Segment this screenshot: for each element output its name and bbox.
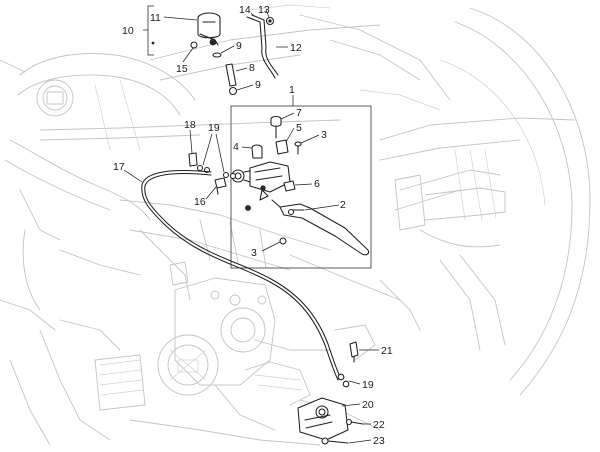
slave-cylinder-20 xyxy=(297,397,349,441)
clutch-fluid-reservoir xyxy=(197,12,221,46)
o-ring-9b xyxy=(228,86,238,96)
callout-2: 2 xyxy=(340,199,346,211)
callout-7: 7 xyxy=(296,107,302,119)
callout-9-lower: 9 xyxy=(255,79,261,91)
callout-11: 11 xyxy=(150,12,161,24)
banjo-bolt-16 xyxy=(214,177,227,195)
clutch-parts xyxy=(141,12,370,445)
callout-18: 18 xyxy=(184,119,196,131)
callout-10: 10 xyxy=(122,25,134,37)
callout-9-upper: 9 xyxy=(236,40,242,52)
bushing-6 xyxy=(283,180,296,192)
callout-labels: 1 2 3 3 4 5 6 7 8 9 9 10 11 12 13 14 15 … xyxy=(113,4,393,447)
washer-15 xyxy=(190,41,198,49)
callout-19-lower: 19 xyxy=(362,379,374,391)
callout-8: 8 xyxy=(249,62,255,74)
motorcycle-background xyxy=(0,4,591,446)
washer-19-lower-b xyxy=(342,380,350,388)
callout-12: 12 xyxy=(290,42,302,54)
callout-6: 6 xyxy=(314,178,320,190)
callout-21: 21 xyxy=(381,345,393,357)
leader-lines xyxy=(123,5,379,444)
master-cylinder-body xyxy=(231,161,291,201)
bleeder-screw-21 xyxy=(349,341,359,363)
callout-4: 4 xyxy=(233,141,239,153)
callout-3-upper: 3 xyxy=(321,129,327,141)
bolt-22 xyxy=(345,418,364,426)
hose-connector-8 xyxy=(225,63,237,87)
callout-22: 22 xyxy=(373,419,385,431)
clutch-hose-17 xyxy=(141,170,339,381)
fitting-18-19 xyxy=(188,152,237,180)
clutch-hose-17-inner xyxy=(144,172,342,380)
callout-15: 15 xyxy=(176,63,188,75)
clutch-assembly-frame xyxy=(230,105,372,269)
callout-17: 17 xyxy=(113,161,125,173)
o-ring-9a xyxy=(212,52,222,58)
bolt-13 xyxy=(265,16,275,26)
screw-7 xyxy=(270,115,282,139)
callout-3-lower: 3 xyxy=(251,247,257,259)
screw-3-upper xyxy=(294,141,302,155)
bolt-23 xyxy=(321,437,349,445)
callout-14: 14 xyxy=(239,4,251,16)
callout-19-upper: 19 xyxy=(208,122,220,134)
callout-1: 1 xyxy=(289,84,295,96)
clutch-lever-2 xyxy=(271,199,370,256)
callout-23: 23 xyxy=(373,435,385,447)
reservoir-bracket xyxy=(246,14,279,79)
callout-13: 13 xyxy=(258,4,270,16)
callout-20: 20 xyxy=(362,399,374,411)
screw-3-lower xyxy=(279,237,287,245)
switch-5 xyxy=(275,139,289,155)
callout-16: 16 xyxy=(194,196,206,208)
callout-5: 5 xyxy=(296,122,302,134)
washer-19-lower-a xyxy=(337,373,345,381)
pivot-dot xyxy=(245,205,251,211)
banjo-fitting-4 xyxy=(251,144,263,159)
